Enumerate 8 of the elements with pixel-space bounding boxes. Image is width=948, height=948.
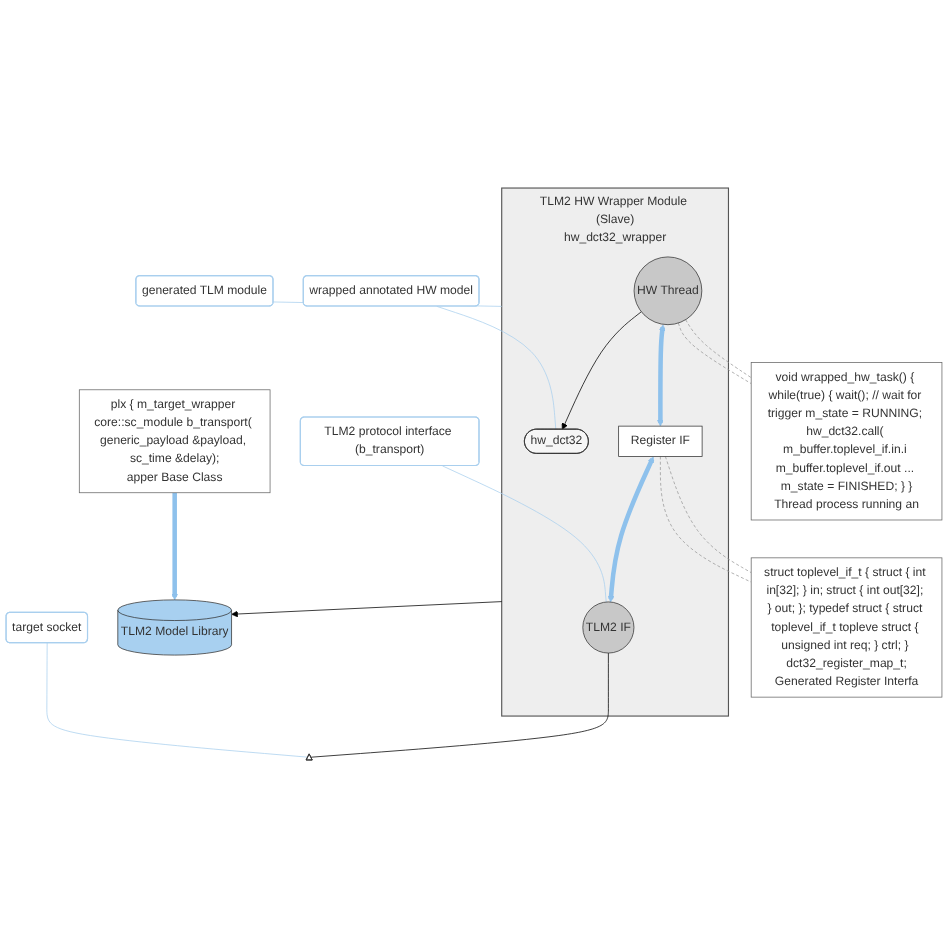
- arrow: [607, 456, 655, 603]
- connector: [310, 652, 609, 758]
- arrow: [171, 492, 178, 601]
- connector: [46, 642, 309, 758]
- arrow: [657, 324, 666, 427]
- connector: [442, 465, 607, 603]
- connector: [272, 301, 503, 307]
- connector: [436, 305, 557, 430]
